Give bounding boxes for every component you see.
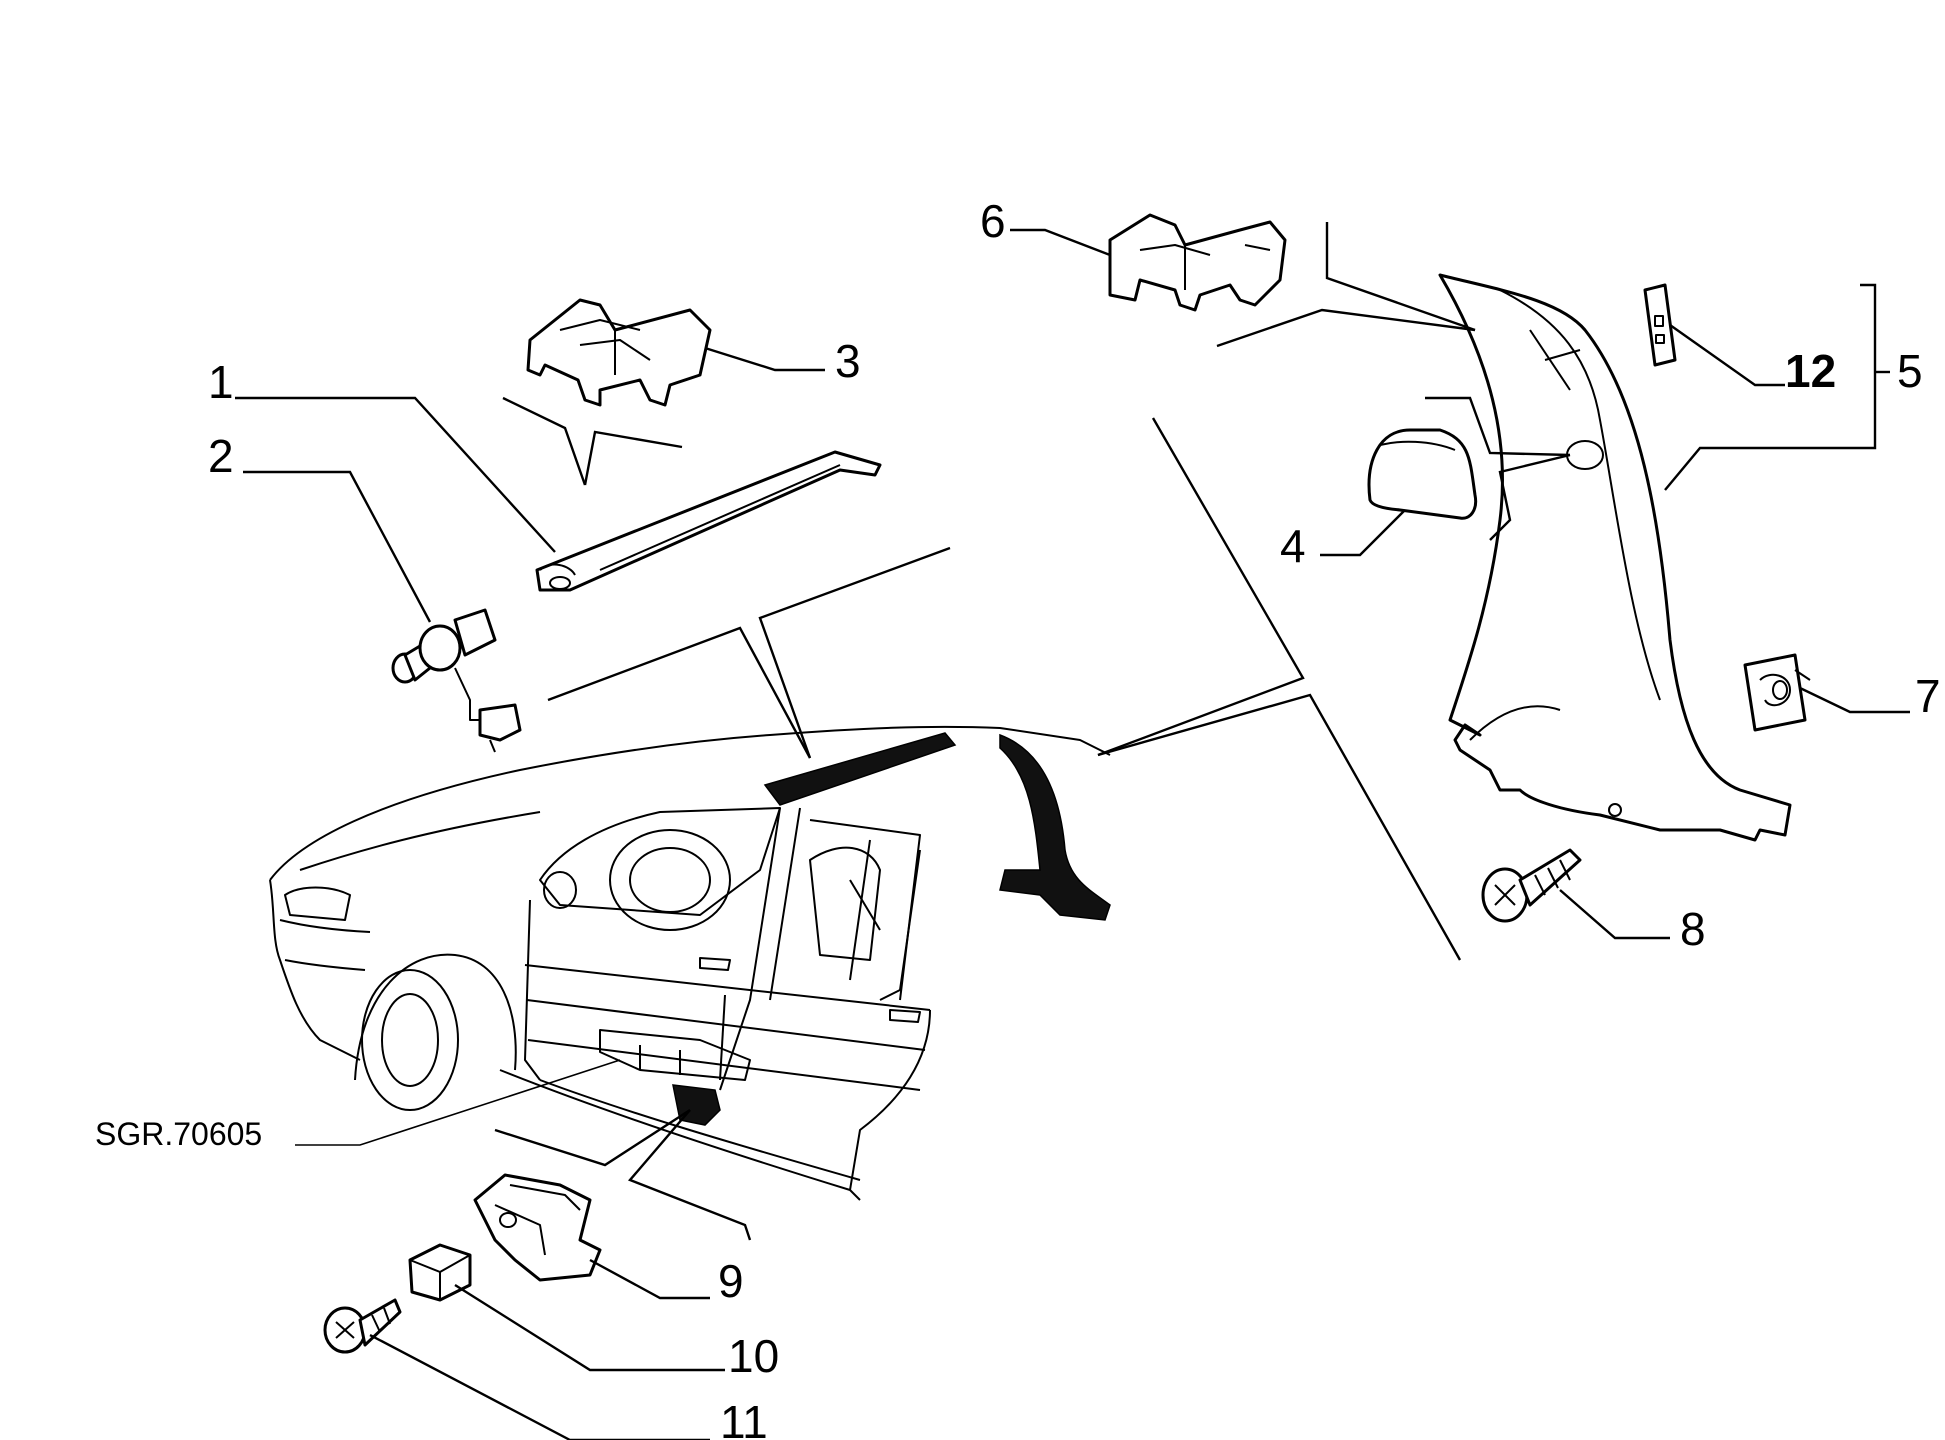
part-1-roof-trim [535, 450, 882, 592]
callout-9: 9 [718, 1255, 744, 1307]
callout-2: 2 [208, 430, 234, 482]
part-10-nut [408, 1243, 472, 1302]
position-indicator-lines [494, 222, 1571, 1241]
callout-3: 3 [835, 335, 861, 387]
part-12-tag [1643, 283, 1677, 367]
part-3-clip [526, 298, 712, 407]
car-illustration [269, 725, 1111, 1201]
callout-11: 11 [720, 1396, 768, 1440]
part-11-screw [323, 1298, 402, 1354]
callout-8: 8 [1680, 903, 1706, 955]
leader-lines [235, 228, 1910, 1440]
reference-code: SGR.70605 [95, 1116, 262, 1152]
callout-4: 4 [1280, 520, 1306, 572]
callout-12: 12 [1785, 345, 1836, 397]
callout-7: 7 [1915, 670, 1941, 722]
callout-6: 6 [980, 195, 1006, 247]
part-9-clip [473, 1173, 602, 1282]
callout-5: 5 [1897, 345, 1923, 397]
callout-1: 1 [208, 356, 234, 408]
part-4-cover-cap [1367, 428, 1478, 520]
callout-10: 10 [728, 1330, 779, 1382]
part-8-screw [1481, 848, 1582, 923]
part-5-b-pillar-trim [1438, 273, 1792, 842]
part-7-clip-nut [1743, 653, 1811, 732]
part-2-connector [391, 608, 522, 753]
part-6-clip [1108, 213, 1287, 312]
callout-labels: 1 2 3 4 5 6 7 8 9 10 11 12 SGR.70605 [95, 195, 1941, 1440]
